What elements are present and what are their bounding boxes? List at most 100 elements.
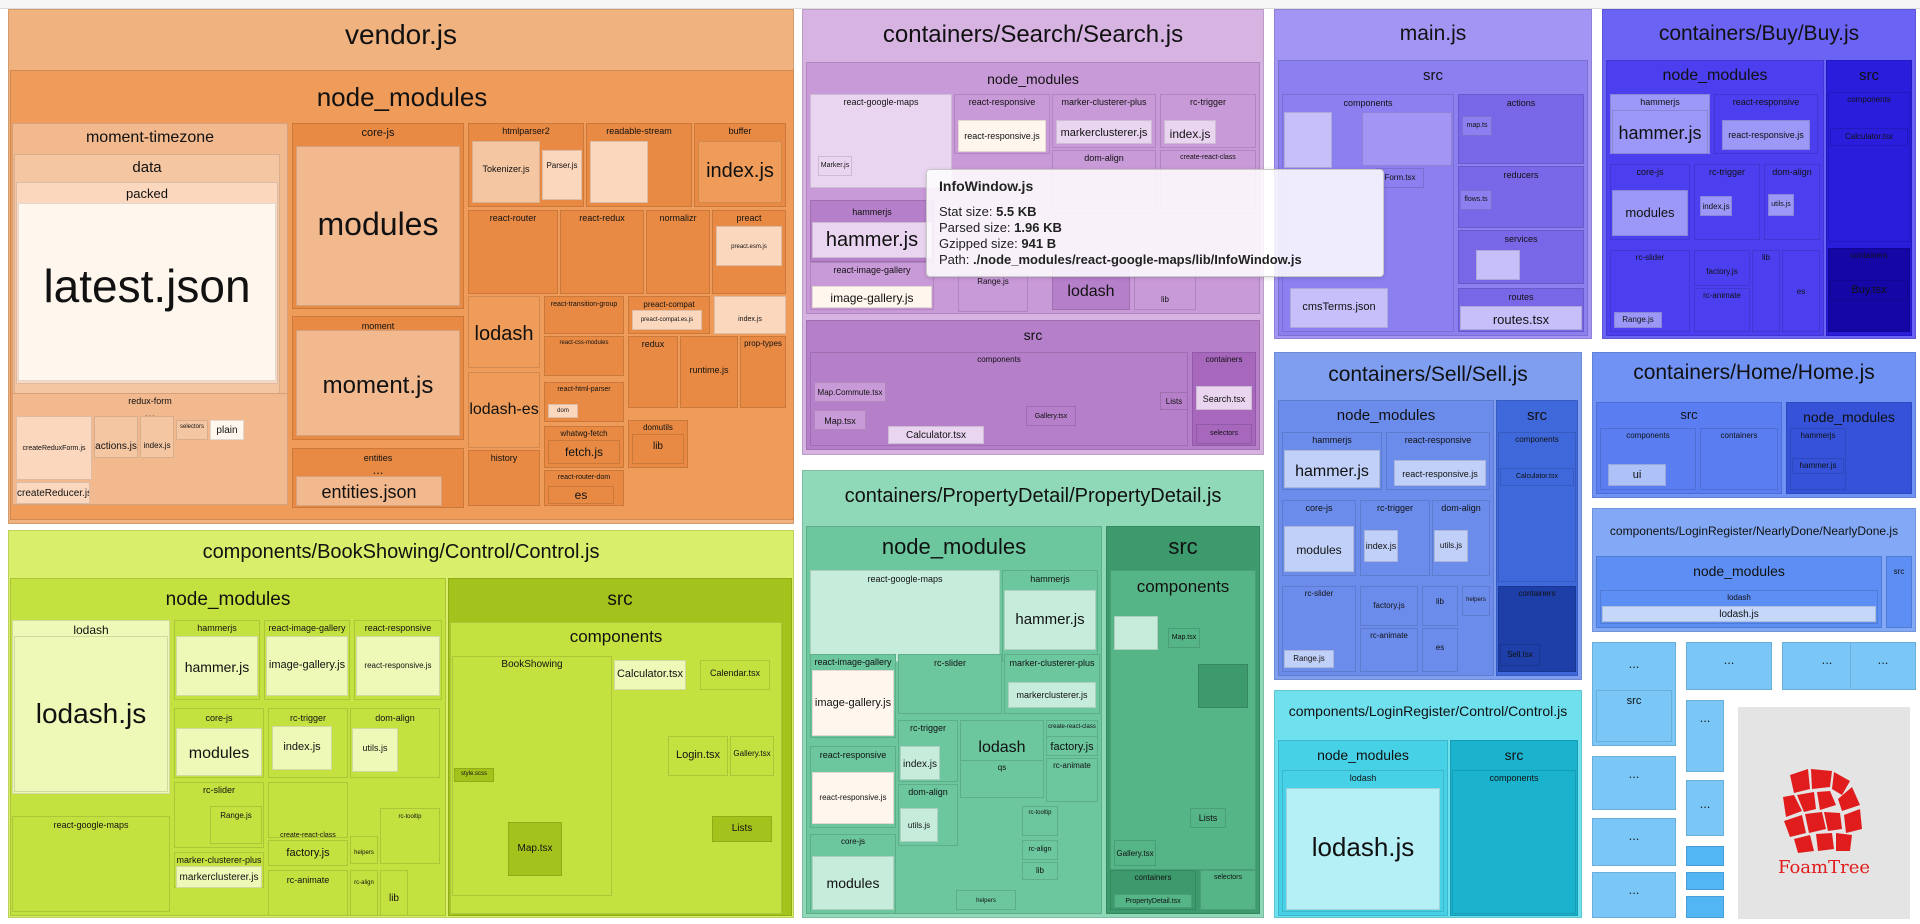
book-factory[interactable]: factory.js (268, 840, 348, 866)
vendor-tokenizer[interactable]: Tokenizer.js (472, 141, 540, 203)
home-hammer[interactable]: hammer.js (1792, 458, 1844, 474)
property-helpers[interactable]: helpers (956, 890, 1016, 910)
book-markerclusterer[interactable]: markerclusterer.js (176, 866, 262, 888)
book-helpers[interactable]: helpers (350, 836, 378, 864)
book-index-js[interactable]: index.js (272, 726, 332, 770)
search-lists[interactable]: Lists (1160, 392, 1188, 410)
main-cms-terms[interactable]: cmsTerms.json (1290, 288, 1388, 328)
book-login[interactable]: Login.tsx (668, 736, 728, 776)
book-calculator[interactable]: Calculator.tsx (614, 660, 686, 690)
small-chunk-b[interactable]: ... (1686, 642, 1772, 690)
property-utils[interactable]: utils.js (900, 808, 938, 842)
sell-range[interactable]: Range.js (1284, 650, 1334, 668)
search-range[interactable]: Range.js (958, 274, 1028, 312)
property-property-tsx[interactable]: PropertyDetail.tsx (1114, 894, 1192, 908)
book-map[interactable]: Map.tsx (508, 822, 562, 876)
buy-factory[interactable]: factory.js (1694, 250, 1750, 286)
book-rc-align[interactable]: rc-align (350, 870, 378, 916)
nearly-lodash-js[interactable]: lodash.js (1602, 606, 1876, 622)
property-components[interactable]: components (1110, 570, 1256, 870)
vendor-react-redux[interactable]: react-redux (560, 210, 644, 294)
book-react-responsive-js[interactable]: react-responsive.js (356, 636, 440, 696)
search-react-responsive-js[interactable]: react-responsive.js (958, 120, 1046, 152)
property-selectors[interactable]: selectors (1200, 870, 1256, 910)
vendor-react-router[interactable]: react-router (468, 210, 558, 294)
vendor-plain[interactable]: plain (210, 420, 244, 440)
nearly-src[interactable]: src (1886, 556, 1912, 628)
sell-rc-animate[interactable]: rc-animate (1360, 628, 1418, 672)
buy-components[interactable]: components (1828, 92, 1910, 242)
sell-react-responsive-js[interactable]: react-responsive.js (1394, 460, 1486, 486)
property-react-google-maps[interactable]: react-google-maps (810, 570, 1000, 662)
property-rc-slider[interactable]: rc-slider (898, 654, 1002, 714)
vendor-index[interactable]: index.js (140, 416, 174, 458)
buy-modules[interactable]: modules (1612, 190, 1688, 236)
sell-es[interactable]: es (1422, 628, 1458, 672)
property-image-gallery[interactable]: image-gallery.js (812, 670, 894, 736)
book-hammer-js[interactable]: hammer.js (176, 636, 258, 696)
book-rc-tooltip[interactable]: rc-tooltip (380, 808, 440, 864)
search-marker[interactable]: Marker.js (818, 156, 852, 176)
main-ellipsis-a[interactable] (1284, 112, 1332, 168)
vendor-fetch[interactable]: fetch.js (548, 440, 620, 464)
buy-range[interactable]: Range.js (1614, 312, 1662, 328)
vendor-dom[interactable]: dom (548, 404, 578, 418)
small-chunk-l[interactable] (1686, 896, 1724, 918)
vendor-history[interactable]: history (468, 450, 540, 506)
search-image-gallery[interactable]: image-gallery.js (812, 286, 932, 308)
home-ui[interactable]: ui (1608, 464, 1666, 486)
property-index-js[interactable]: index.js (900, 746, 940, 780)
property-map[interactable]: Map.tsx (1168, 628, 1200, 648)
buy-hammer-js[interactable]: hammer.js (1612, 110, 1708, 154)
small-chunk-j[interactable] (1686, 846, 1724, 866)
search-calculator[interactable]: Calculator.tsx (888, 426, 984, 444)
sell-hammer[interactable]: hammer.js (1284, 450, 1380, 488)
vendor-normalizr[interactable]: normalizr (646, 210, 710, 294)
sell-index-js[interactable]: index.js (1364, 530, 1398, 562)
search-markerclusterer[interactable]: markerclusterer.js (1056, 120, 1152, 144)
search-hammer[interactable]: hammer.js (812, 222, 932, 258)
vendor-index-js[interactable]: index.js (714, 296, 786, 334)
main-flows[interactable]: flows.ts (1460, 190, 1492, 210)
buy-calculator[interactable]: Calculator.tsx (1830, 128, 1908, 146)
vendor-react-transition-group[interactable]: react-transition-group (544, 296, 624, 334)
sell-calculator[interactable]: Calculator.tsx (1500, 468, 1574, 486)
search-index-js[interactable]: index.js (1164, 120, 1216, 144)
property-gallery[interactable]: Gallery.tsx (1114, 840, 1156, 866)
buy-utils[interactable]: utils.js (1768, 194, 1794, 216)
book-calendar[interactable]: Calendar.tsx (700, 660, 770, 690)
vendor-moment-js[interactable]: moment.js (296, 330, 460, 436)
book-utils-js[interactable]: utils.js (352, 728, 398, 772)
book-react-google-maps[interactable]: react-google-maps (12, 816, 170, 912)
buy-rc-animate[interactable]: rc-animate (1694, 288, 1750, 332)
home-containers[interactable]: containers (1700, 428, 1778, 490)
sell-sell-tsx[interactable]: Sell.tsx (1500, 644, 1540, 666)
property-rc-animate[interactable]: rc-animate (1046, 758, 1098, 802)
search-selectors[interactable]: selectors (1196, 424, 1252, 444)
small-chunk-g[interactable]: ... (1686, 780, 1724, 836)
book-lists[interactable]: Lists (712, 816, 772, 842)
sell-modules[interactable]: modules (1284, 526, 1354, 572)
small-chunk-h[interactable]: ... (1592, 818, 1676, 866)
property-markerclusterer[interactable]: markerclusterer.js (1008, 682, 1096, 708)
main-routes-tsx[interactable]: routes.tsx (1460, 306, 1582, 330)
small-chunk-d[interactable]: ... (1850, 642, 1916, 690)
book-gallery[interactable]: Gallery.tsx (730, 736, 774, 776)
login-lodash-js[interactable]: lodash.js (1286, 788, 1440, 910)
vendor-prop-types[interactable]: prop-types (740, 336, 786, 408)
vendor-latest-json[interactable]: latest.json (18, 203, 276, 381)
book-rc-animate[interactable]: rc-animate (268, 870, 348, 916)
book-style-scss[interactable]: style.scss (454, 768, 494, 782)
buy-buy-tsx[interactable]: Buy.tsx (1830, 280, 1908, 300)
search-search-tsx[interactable]: Search.tsx (1196, 386, 1252, 410)
main-services-ellipsis[interactable] (1476, 250, 1520, 280)
property-hammer[interactable]: hammer.js (1004, 590, 1096, 650)
vendor-createReducer[interactable]: createReducer.js (16, 482, 90, 504)
property-qs[interactable]: qs (960, 760, 1044, 798)
vendor-parser[interactable]: Parser.js (542, 150, 582, 200)
search-map[interactable]: Map.tsx (814, 410, 866, 430)
sell-factory[interactable]: factory.js (1360, 586, 1418, 626)
property-rc-tooltip[interactable]: rc-tooltip (1022, 806, 1058, 836)
book-lodash-js[interactable]: lodash.js (14, 636, 168, 792)
main-ellipsis-b[interactable] (1362, 112, 1452, 166)
